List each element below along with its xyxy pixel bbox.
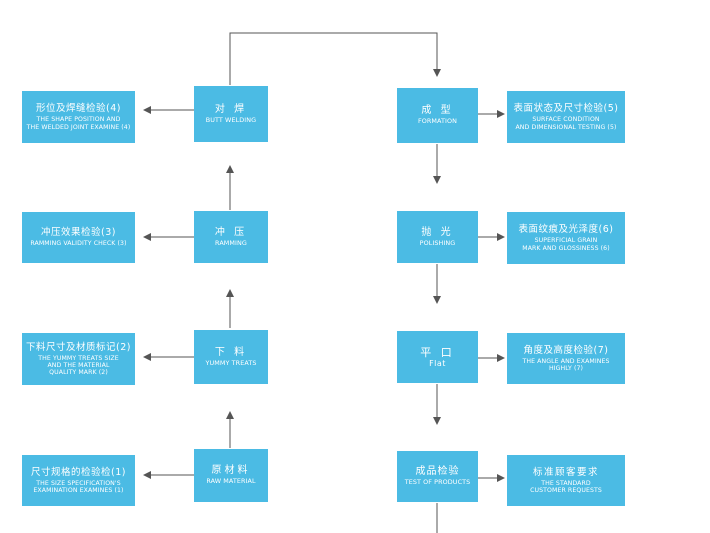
process-polishing-zh: 抛 光 [421, 226, 454, 238]
check-5-en-line-1: SURFACE CONDITION [532, 116, 600, 124]
process-butt-welding-zh: 对 焊 [214, 103, 248, 115]
check-4-en-line-1: THE SHAPE POSITION AND [36, 116, 121, 124]
check-5-zh: 表面状态及尺寸检验(5) [513, 103, 619, 115]
check-1-en-line-1: THE SIZE SPECIFICATION'S [36, 479, 121, 487]
check-box-standard: 标准顾客要求 THE STANDARD CUSTOMER REQUESTS [507, 455, 625, 506]
check-box-2: 下料尺寸及材质标记(2) THE YUMMY TREATS SIZE AND T… [22, 333, 135, 385]
process-yummy-treats-en: YUMMY TREATS [205, 358, 257, 367]
check-box-3: 冲压效果检验(3) RAMMING VALIDITY CHECK (3) [22, 212, 135, 263]
process-test-of-products-zh: 成品检验 [415, 466, 460, 478]
process-flat-zh: 平 口 [420, 345, 455, 359]
process-yummy-treats-zh: 下 料 [214, 346, 248, 358]
process-raw-material-en: RAW MATERIAL [206, 477, 256, 486]
check-standard-en-line-2: CUSTOMER REQUESTS [530, 487, 602, 494]
process-test-of-products-en: TEST OF PRODUCTS [404, 478, 471, 487]
process-polishing-en: POLISHING [419, 238, 456, 247]
process-ramming-zh: 冲 压 [214, 226, 248, 238]
check-box-1: 尺寸规格的检验检(1) THE SIZE SPECIFICATION'S EXA… [22, 455, 135, 506]
check-standard-en-line-1: THE STANDARD [541, 479, 591, 487]
process-formation-en: FORMATION [417, 117, 458, 126]
check-3-zh: 冲压效果检验(3) [41, 227, 116, 239]
check-4-en-line-2: THE WELDED JOINT EXAMINE (4) [26, 123, 131, 131]
check-7-en-line-1: THE ANGLE AND EXAMINES [522, 357, 610, 365]
process-ramming: 冲 压 RAMMING [194, 211, 268, 263]
check-standard-zh: 标准顾客要求 [532, 466, 599, 478]
process-flat-en: Flat [429, 358, 446, 368]
check-2-en-line-3: QUALITY MARK (2) [49, 369, 108, 377]
process-raw-material-zh: 原材料 [211, 465, 251, 477]
check-box-7: 角度及高度检验(7) THE ANGLE AND EXAMINES HIGHLY… [507, 333, 625, 384]
process-yummy-treats: 下 料 YUMMY TREATS [194, 330, 268, 384]
process-butt-welding: 对 焊 BUTT WELDING [194, 86, 268, 142]
check-4-zh: 形位及焊缝检验(4) [36, 103, 121, 115]
check-1-en-line-2: EXAMINATION EXAMINES (1) [33, 487, 124, 494]
process-flat: 平 口 Flat [397, 331, 478, 383]
check-6-en-line-1: SUPERFICIAL GRAIN [534, 237, 598, 245]
check-5-en-line-2: AND DIMENSIONAL TESTING (5) [515, 123, 617, 131]
process-raw-material: 原材料 RAW MATERIAL [194, 449, 268, 502]
process-polishing: 抛 光 POLISHING [397, 211, 478, 263]
check-2-en-line-1: THE YUMMY TREATS SIZE [38, 354, 119, 362]
check-6-en-line-2: MARK AND GLOSSINESS (6) [522, 244, 610, 252]
check-6-zh: 表面纹痕及光泽度(6) [518, 224, 614, 236]
check-box-6: 表面纹痕及光泽度(6) SUPERFICIAL GRAIN MARK AND G… [507, 212, 625, 264]
check-2-zh: 下料尺寸及材质标记(2) [26, 341, 131, 353]
process-ramming-en: RAMMING [215, 238, 247, 247]
process-formation-zh: 成 型 [421, 105, 454, 117]
check-7-en-line-2: HIGHLY (7) [548, 365, 584, 372]
check-3-en-line-1: RAMMING VALIDITY CHECK (3) [30, 240, 127, 248]
process-formation: 成 型 FORMATION [397, 88, 478, 143]
process-butt-welding-en: BUTT WELDING [205, 115, 257, 124]
process-test-of-products: 成品检验 TEST OF PRODUCTS [397, 451, 478, 502]
check-box-4: 形位及焊缝检验(4) THE SHAPE POSITION AND THE WE… [22, 91, 135, 143]
check-7-zh: 角度及高度检验(7) [523, 344, 609, 356]
check-box-5: 表面状态及尺寸检验(5) SURFACE CONDITION AND DIMEN… [507, 91, 625, 143]
check-1-zh: 尺寸规格的检验检(1) [31, 466, 126, 478]
connector-top [229, 32, 441, 85]
check-2-en-line-2: AND THE MATERIAL [47, 361, 110, 369]
